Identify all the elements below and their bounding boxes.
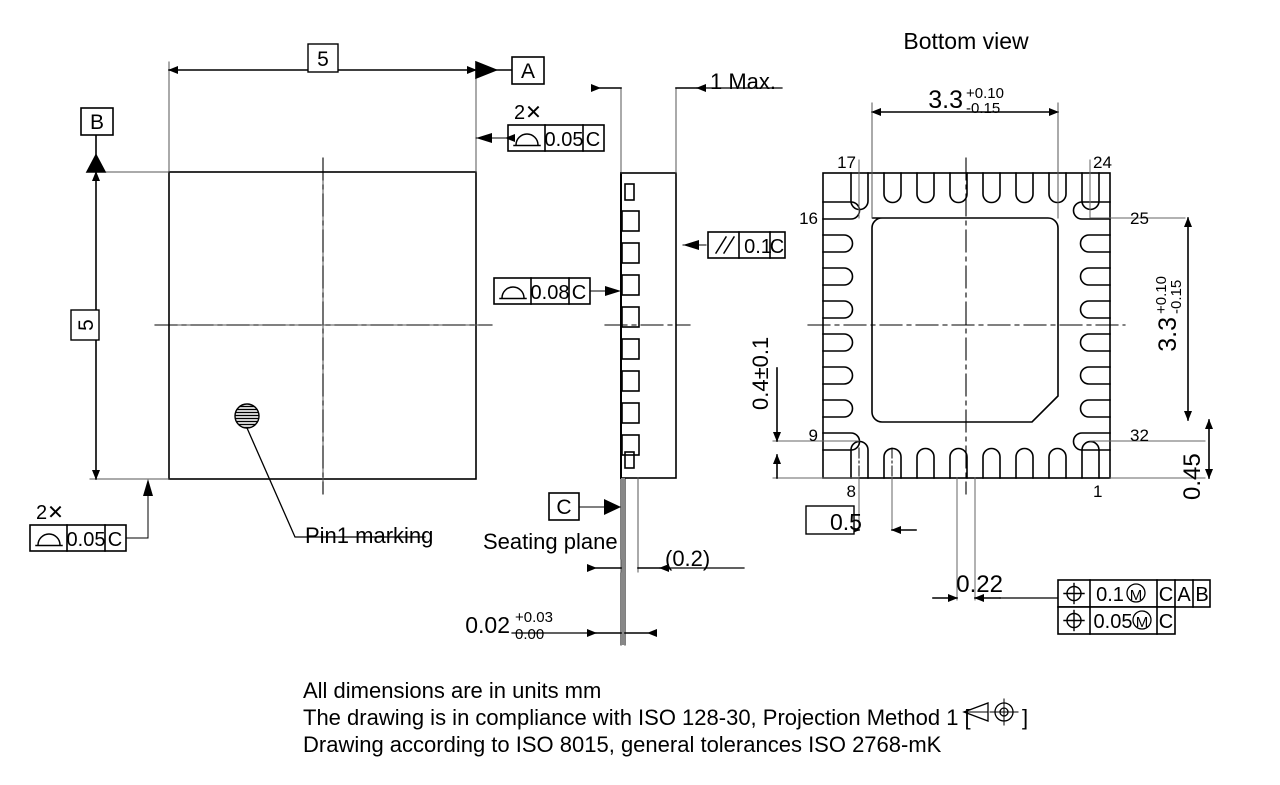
pin-number-16: 16 — [799, 209, 818, 228]
fcf-bottom-qty: 2✕ — [36, 502, 64, 524]
pad-x-upper-tol: +0.10 — [966, 85, 1004, 102]
fcf-pos1-datum-a: A — [1177, 584, 1191, 606]
pitch-dim: 0.5 — [830, 509, 862, 535]
note-line-1: All dimensions are in units mm — [303, 678, 601, 703]
fcf-top-tolerance: 0.05 — [545, 129, 584, 151]
fcf-pos2-datum-c: C — [1159, 611, 1173, 633]
topview-height-dim: 5 — [75, 319, 98, 331]
pin-number-1: 1 — [1093, 482, 1102, 501]
topview-width-dim: 5 — [317, 48, 329, 71]
datum-b-label: B — [90, 111, 104, 134]
pin-number-25: 25 — [1130, 209, 1149, 228]
lead-length-dim: (0.2) — [665, 546, 710, 571]
lead-width-dim: 0.22 — [956, 571, 1003, 598]
pin-number-24: 24 — [1093, 153, 1112, 172]
pad-x-lower-tol: -0.15 — [966, 100, 1000, 117]
bottom-view-title: Bottom view — [903, 28, 1029, 54]
seating-plane-label: Seating plane — [483, 529, 618, 554]
fcf-parallel-tolerance: 0.1 — [744, 236, 772, 258]
fcf-pos1-datum-c: C — [1159, 584, 1173, 606]
thickness-dim: 0.02 — [465, 612, 510, 638]
pin-number-17: 17 — [837, 153, 856, 172]
fcf-bottom-tolerance: 0.05 — [67, 529, 106, 551]
fcf-profile-datum: C — [572, 282, 586, 304]
fcf-pos2-modifier: M — [1136, 614, 1149, 631]
corner-dim: 0.45 — [1179, 453, 1206, 500]
datum-c-label: C — [556, 496, 571, 519]
fcf-parallel-datum: C — [770, 236, 784, 258]
note-line-2-tail: ] — [1022, 705, 1028, 730]
pin-number-8: 8 — [847, 482, 856, 501]
fcf-top-qty: 2✕ — [514, 102, 542, 124]
side-height-max-dim: 1 Max. — [710, 69, 776, 94]
note-line-3: Drawing according to ISO 8015, general t… — [303, 732, 942, 757]
pin-number-9: 9 — [809, 426, 818, 445]
datum-a-label: A — [521, 60, 535, 83]
fcf-pos1-tolerance: 0.1 — [1096, 584, 1124, 606]
pad-x-dim: 3.3 — [928, 86, 963, 114]
thickness-lower-tol: 0.00 — [515, 626, 544, 643]
note-line-2: The drawing is in compliance with ISO 12… — [303, 705, 971, 730]
pad-y-upper-tol: +0.10 — [1153, 276, 1170, 314]
fcf-pos2-tolerance: 0.05 — [1094, 611, 1133, 633]
lead-length-bottom-dim: 0.4±0.1 — [748, 337, 773, 410]
fcf-pos1-datum-b: B — [1195, 584, 1208, 606]
pin-number-32: 32 — [1130, 426, 1149, 445]
fcf-bottom-datum: C — [108, 529, 122, 551]
thickness-upper-tol: +0.03 — [515, 609, 553, 626]
fcf-pos1-modifier: M — [1130, 587, 1143, 604]
pad-y-lower-tol: -0.15 — [1168, 280, 1185, 314]
pad-y-dim: 3.3 — [1154, 317, 1182, 352]
fcf-profile-tolerance: 0.08 — [531, 282, 570, 304]
fcf-top-datum: C — [586, 129, 600, 151]
pin1-marking-label: Pin1 marking — [305, 523, 433, 548]
